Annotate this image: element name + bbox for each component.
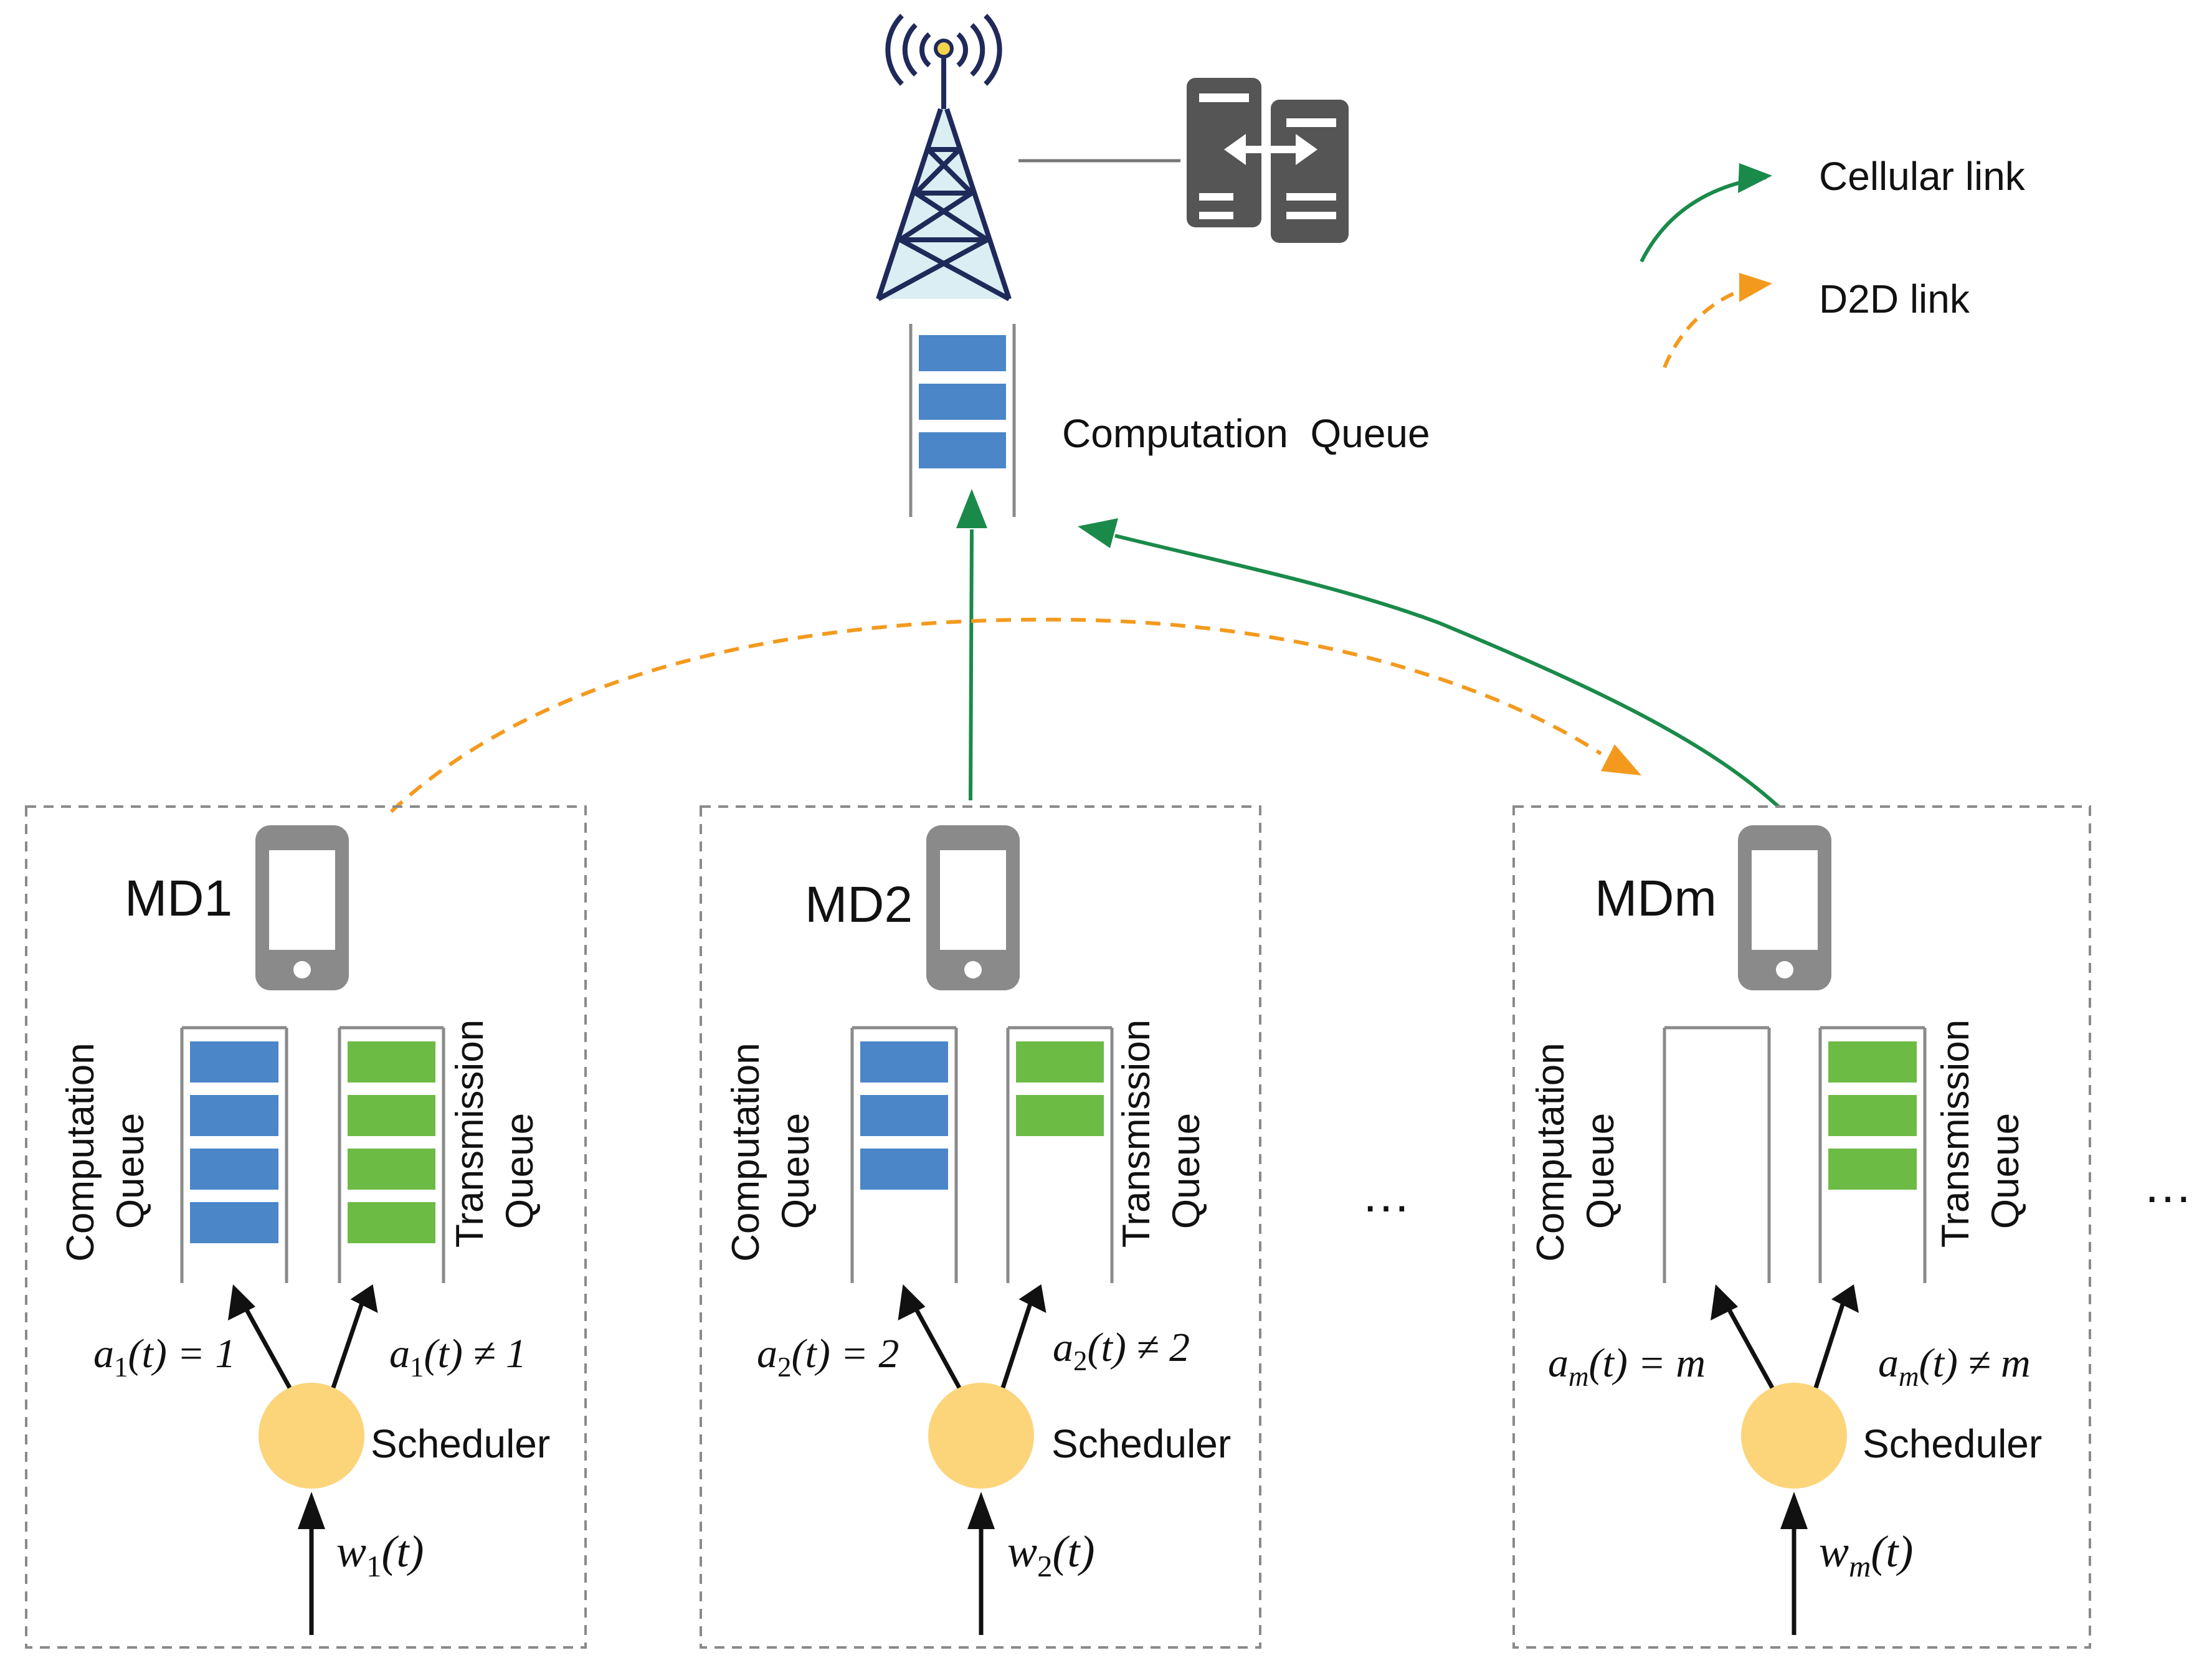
input-arrowhead [298, 1492, 325, 1529]
task-arrival-label: w2(t) [1007, 1527, 1095, 1583]
legend-cellular-line [1640, 176, 1767, 263]
dispatch-arrowhead-left [1711, 1284, 1738, 1320]
transmission-queue-block [1828, 1149, 1917, 1190]
ellipsis-middle: … [1361, 1167, 1411, 1222]
base-station-queue-block [919, 384, 1006, 420]
device-boundary [25, 805, 587, 1649]
transmission-queue-block [348, 1202, 435, 1243]
base-station: Computation Queue [876, 14, 1430, 517]
computation-queue-block [190, 1202, 278, 1243]
computation-queue-label: Computation [724, 1043, 767, 1262]
device-label: MD2 [805, 876, 913, 933]
scheduler-node [928, 1383, 1034, 1489]
links [389, 489, 1780, 813]
smartphone-icon [926, 825, 1020, 990]
legend-cellular-label: Cellular link [1819, 154, 2026, 199]
dispatch-arrowhead-right [350, 1284, 378, 1313]
input-arrowhead [1780, 1492, 1808, 1529]
dispatch-offload-label: a1(t) ≠ 1 [389, 1331, 526, 1383]
task-arrival-label: w1(t) [336, 1527, 424, 1583]
transmission-queue-label: Transmission [1934, 1020, 1977, 1248]
computation-queue-label: Computation [59, 1043, 102, 1262]
transmission-queue-block [1828, 1041, 1917, 1083]
base-station-queue [909, 324, 1016, 517]
transmission-queue-word: Queue [1165, 1113, 1208, 1229]
d2d-link-arrowhead [1601, 744, 1641, 775]
dispatch-local-label: am(t) = m [1548, 1340, 1706, 1392]
legend-cellular-arrowhead [1738, 163, 1772, 193]
computation-queue-block [860, 1095, 948, 1136]
dispatch-local-label: a1(t) = 1 [93, 1331, 235, 1383]
transmission-queue-block [1016, 1041, 1104, 1083]
base-station-queue-block [919, 432, 1006, 468]
computation-queue-block [860, 1149, 948, 1190]
scheduler-label: Scheduler [1863, 1421, 2042, 1466]
server-icon [1187, 78, 1349, 243]
computation-queue-word: Queue [1579, 1113, 1622, 1229]
transmission-queue-word: Queue [1984, 1113, 2027, 1229]
base-station-queue-block [919, 335, 1006, 371]
legend-d2d-label: D2D link [1819, 277, 1970, 321]
transmission-queue-block [1828, 1095, 1917, 1136]
legend-d2d-arrowhead [1739, 273, 1772, 302]
base-station-queue-label: Computation Queue [1062, 411, 1430, 456]
scheduler-label: Scheduler [1051, 1421, 1231, 1466]
computation-queue-word: Queue [109, 1113, 152, 1229]
scheduler-node [1741, 1383, 1847, 1489]
base-station-queue-blocks [919, 335, 1006, 468]
cellular-link-md2 [969, 529, 974, 801]
transmission-queue-block [1016, 1095, 1104, 1136]
transmission-queue-word: Queue [498, 1113, 541, 1229]
input-arrowhead [967, 1492, 995, 1529]
dispatch-offload-label: a2(t) ≠ 2 [1053, 1325, 1190, 1377]
device-label: MD1 [125, 870, 232, 927]
smartphone-icon [255, 825, 349, 990]
cellular-link-mdm [1114, 534, 1780, 808]
d2d-link-md1-mdm [389, 617, 1602, 813]
scheduler-node [259, 1383, 364, 1489]
transmission-queue-block [348, 1095, 435, 1136]
dispatch-arrowhead-left [228, 1284, 255, 1320]
smartphone-icon [1738, 825, 1831, 990]
device-boundary [700, 805, 1261, 1649]
computation-queue-block [860, 1041, 948, 1083]
computation-queue-block [190, 1149, 278, 1190]
legend: Cellular link D2D link [1640, 154, 2026, 369]
computation-queue-block [190, 1095, 278, 1136]
dispatch-offload-label: am(t) ≠ m [1878, 1340, 2031, 1392]
dispatch-arrowhead-right [1018, 1284, 1047, 1313]
transmission-queue-block [348, 1041, 435, 1083]
cell-tower-icon [876, 14, 1012, 301]
device-label: MDm [1595, 870, 1717, 927]
transmission-queue-label: Transmission [1115, 1020, 1158, 1248]
dispatch-arrowhead-left [898, 1284, 926, 1320]
dispatch-arrowhead-right [1831, 1284, 1859, 1313]
computation-queue-word: Queue [774, 1113, 817, 1229]
dispatch-local-label: a2(t) = 2 [757, 1331, 899, 1383]
computation-queue-block [190, 1041, 278, 1083]
transmission-queue-label: Transmission [449, 1020, 491, 1248]
device-boundary [1512, 805, 2091, 1649]
ellipsis-right: … [2143, 1157, 2193, 1213]
transmission-queue-block [348, 1149, 435, 1190]
task-arrival-label: wm(t) [1819, 1527, 1913, 1583]
scheduler-label: Scheduler [371, 1421, 550, 1466]
cellular-link-md2-arrowhead [956, 489, 987, 528]
computation-queue-label: Computation [1529, 1043, 1572, 1262]
cellular-link-mdm-arrowhead [1078, 518, 1118, 548]
